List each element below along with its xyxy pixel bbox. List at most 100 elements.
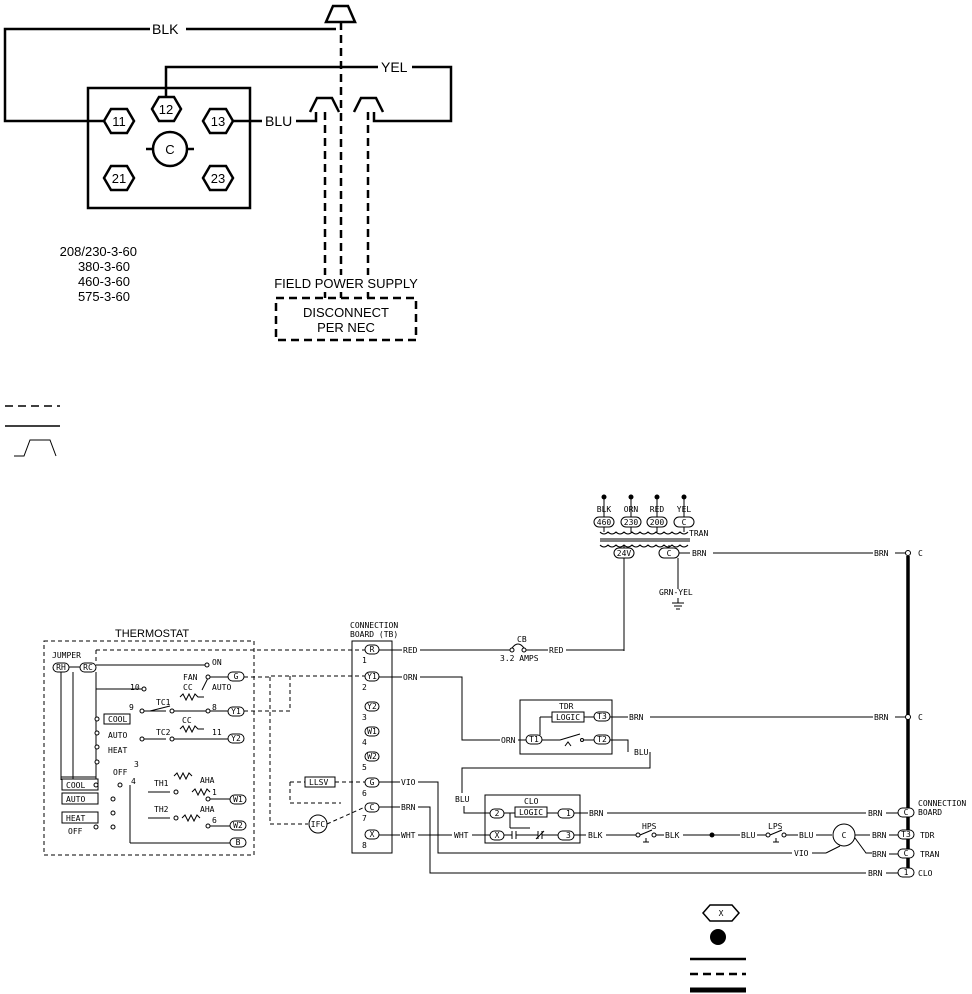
svg-text:W2: W2 bbox=[233, 821, 243, 830]
svg-text:230: 230 bbox=[624, 518, 639, 527]
svg-text:13: 13 bbox=[211, 114, 225, 129]
jumper-label: JUMPER bbox=[52, 651, 81, 660]
blu-label: BLU bbox=[265, 113, 292, 129]
board-c-terminal bbox=[897, 807, 915, 818]
svg-text:T1: T1 bbox=[529, 735, 539, 744]
blu-from-tdr bbox=[610, 739, 629, 752]
svg-text:C: C bbox=[904, 808, 909, 817]
svg-text:HEAT: HEAT bbox=[66, 814, 85, 823]
svg-text:CB: CB bbox=[517, 635, 527, 644]
svg-text:AHA: AHA bbox=[200, 776, 215, 785]
svg-text:X: X bbox=[495, 831, 500, 840]
svg-text:T3: T3 bbox=[597, 712, 607, 721]
svg-text:12: 12 bbox=[159, 102, 173, 117]
svg-text:4: 4 bbox=[362, 738, 367, 747]
svg-text:BRN: BRN bbox=[872, 850, 887, 859]
svg-text:2: 2 bbox=[495, 809, 500, 818]
svg-text:23: 23 bbox=[211, 171, 225, 186]
svg-text:Y1: Y1 bbox=[231, 707, 241, 716]
left-disconnect-symbol bbox=[308, 96, 341, 113]
board-title-2: BOARD (TB) bbox=[350, 630, 398, 639]
svg-text:BOARD: BOARD bbox=[918, 808, 942, 817]
svg-text:7: 7 bbox=[362, 814, 367, 823]
svg-text:3: 3 bbox=[566, 831, 571, 840]
svg-text:RED: RED bbox=[403, 646, 418, 655]
blu-wire-2 bbox=[296, 112, 318, 123]
svg-text:HEAT: HEAT bbox=[108, 746, 127, 755]
svg-text:COOL: COOL bbox=[108, 715, 127, 724]
clo-relay: CLO LOGIC Y2 2 1 X 3 bbox=[484, 794, 581, 844]
svg-text:C: C bbox=[842, 831, 847, 840]
svg-text:TRAN: TRAN bbox=[920, 850, 939, 859]
svg-text:1: 1 bbox=[566, 809, 571, 818]
svg-text:11: 11 bbox=[212, 728, 222, 737]
svg-text:RH: RH bbox=[56, 663, 66, 672]
svg-text:AUTO: AUTO bbox=[108, 731, 127, 740]
svg-text:CC: CC bbox=[183, 683, 193, 692]
disconnect-label-2: PER NEC bbox=[317, 320, 375, 335]
svg-text:TDR: TDR bbox=[559, 702, 574, 711]
tdr-relay: TDR LOGIC T3 T1 T2 bbox=[518, 699, 613, 755]
svg-text:1: 1 bbox=[362, 656, 367, 665]
blk-wire bbox=[3, 27, 150, 123]
connection-board bbox=[351, 640, 393, 854]
legend-splice-dot bbox=[710, 929, 726, 945]
svg-text:AHA: AHA bbox=[200, 805, 215, 814]
svg-text:OFF: OFF bbox=[113, 768, 128, 777]
voltage-3: 460-3-60 bbox=[78, 274, 130, 289]
svg-text:BLK: BLK bbox=[597, 505, 612, 514]
svg-text:B: B bbox=[236, 838, 241, 847]
terminal-21: 21 bbox=[102, 164, 136, 192]
svg-text:460: 460 bbox=[597, 518, 612, 527]
svg-text:3: 3 bbox=[362, 713, 367, 722]
svg-text:200: 200 bbox=[650, 518, 665, 527]
tdr-brn-label: BRN bbox=[629, 713, 644, 722]
svg-text:BLU: BLU bbox=[455, 795, 470, 804]
svg-text:IFC: IFC bbox=[311, 820, 326, 829]
bottom-legend: X bbox=[690, 904, 746, 993]
terminal-13: 13 bbox=[201, 107, 235, 135]
contactor-box bbox=[86, 86, 252, 210]
svg-text:CONNECTION: CONNECTION bbox=[918, 799, 966, 808]
field-power-supply-label: FIELD POWER SUPPLY bbox=[274, 276, 418, 291]
svg-text:BLU: BLU bbox=[799, 831, 814, 840]
svg-text:W2: W2 bbox=[367, 752, 377, 761]
svg-text:HPS: HPS bbox=[642, 822, 657, 831]
svg-text:BRN: BRN bbox=[872, 831, 887, 840]
terminal-12: 12 bbox=[150, 95, 183, 123]
terminal-23: 23 bbox=[201, 164, 235, 192]
svg-text:TH1: TH1 bbox=[154, 779, 169, 788]
svg-text:ORN: ORN bbox=[501, 736, 516, 745]
svg-text:BLU: BLU bbox=[634, 748, 649, 757]
thermostat-title: THERMOSTAT bbox=[115, 628, 189, 640]
svg-text:4: 4 bbox=[131, 777, 136, 786]
svg-text:LOGIC: LOGIC bbox=[556, 713, 580, 722]
svg-text:11: 11 bbox=[112, 114, 126, 129]
blk-label: BLK bbox=[152, 21, 179, 37]
svg-text:BRN: BRN bbox=[874, 713, 889, 722]
svg-text:AUTO: AUTO bbox=[212, 683, 231, 692]
svg-text:C: C bbox=[918, 713, 923, 722]
transformer: BLK ORN RED YEL 460 230 200 C TRAN 24V C… bbox=[593, 494, 923, 651]
svg-text:ORN: ORN bbox=[624, 505, 639, 514]
svg-text:1: 1 bbox=[212, 788, 217, 797]
svg-text:9: 9 bbox=[129, 703, 134, 712]
svg-text:RED: RED bbox=[549, 646, 564, 655]
legend-disconnect-icon bbox=[14, 439, 57, 457]
svg-text:6: 6 bbox=[212, 816, 217, 825]
svg-text:Y2: Y2 bbox=[367, 702, 377, 711]
svg-text:TC1: TC1 bbox=[156, 698, 171, 707]
blu-route bbox=[461, 752, 651, 793]
svg-text:RED: RED bbox=[650, 505, 665, 514]
right-disconnect-symbol bbox=[352, 96, 385, 113]
svg-text:RC: RC bbox=[83, 663, 93, 672]
svg-text:BRN: BRN bbox=[589, 809, 604, 818]
svg-text:BRN: BRN bbox=[868, 809, 883, 818]
svg-text:C: C bbox=[667, 549, 672, 558]
voltage-1: 208/230-3-60 bbox=[60, 244, 137, 259]
svg-text:24V: 24V bbox=[617, 549, 632, 558]
svg-text:5: 5 bbox=[362, 763, 367, 772]
svg-text:21: 21 bbox=[112, 171, 126, 186]
svg-text:LPS: LPS bbox=[768, 822, 783, 831]
